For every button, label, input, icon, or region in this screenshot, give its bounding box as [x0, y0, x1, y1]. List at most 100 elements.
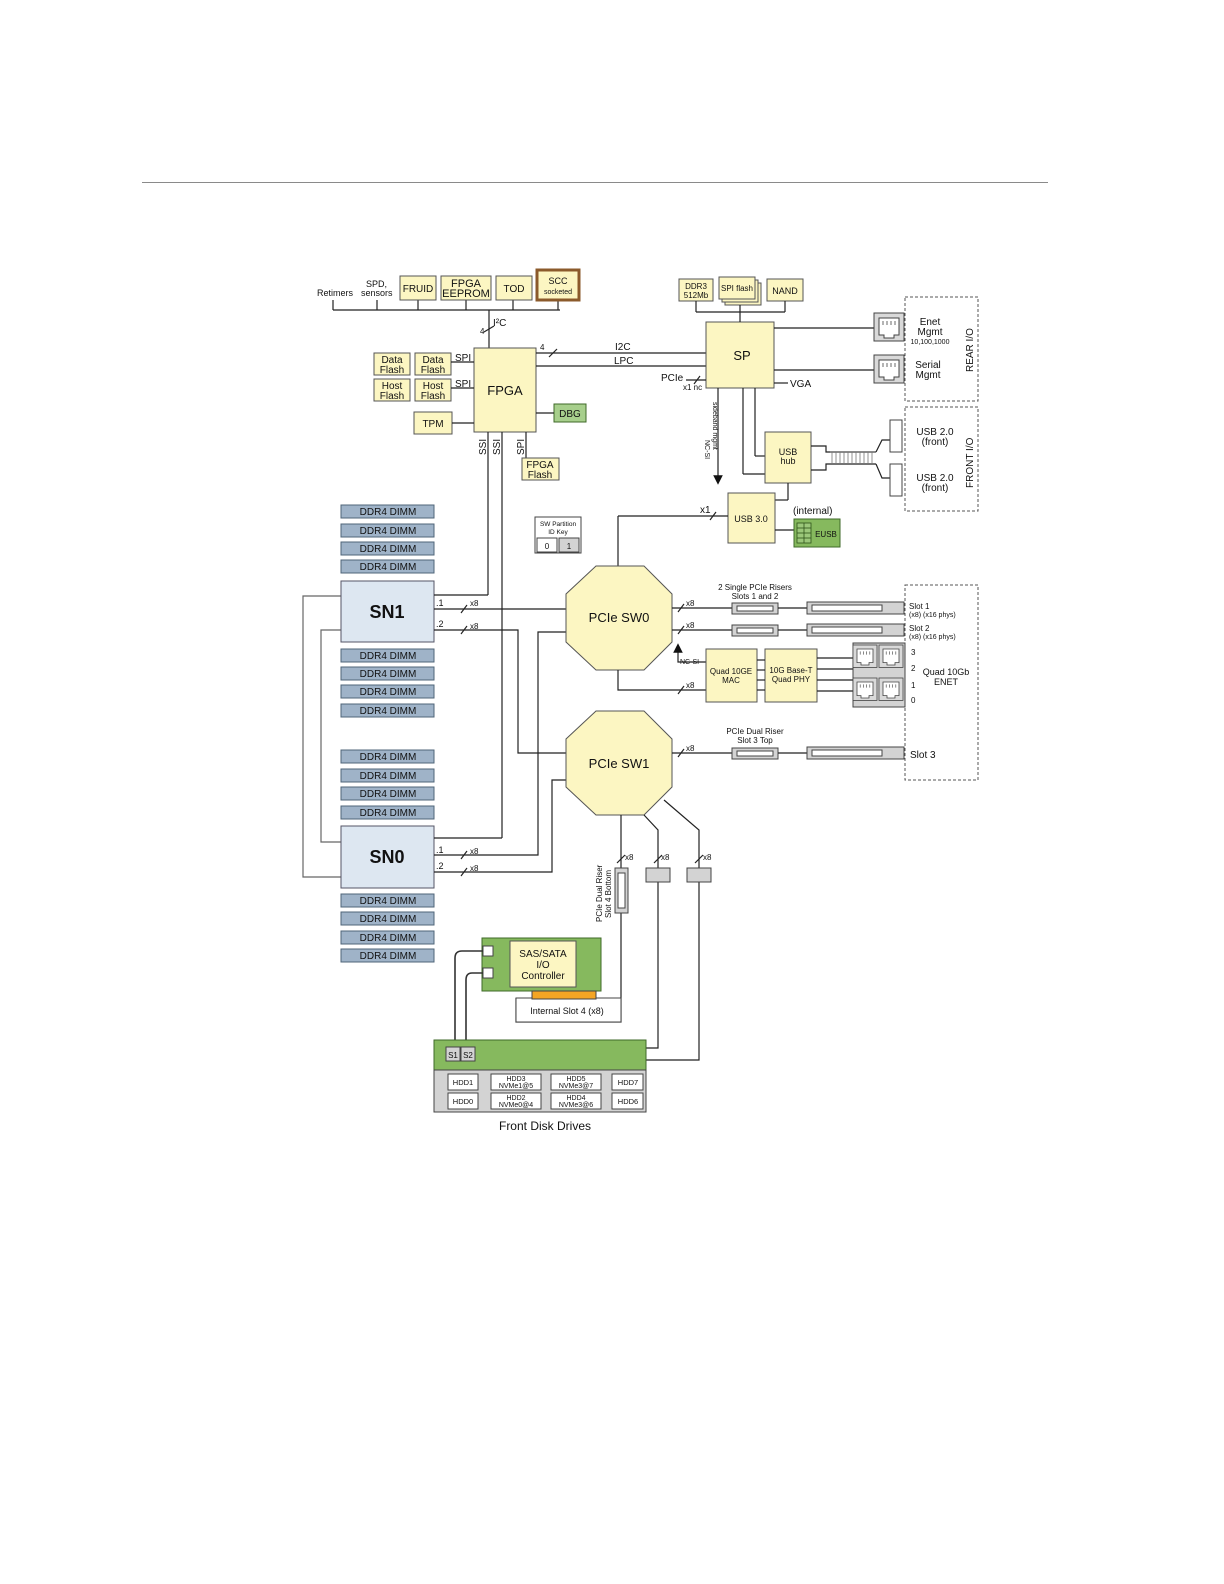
data-flash-a-label-1: Data — [381, 355, 403, 366]
fpga-eeprom-box — [440, 275, 492, 301]
eusb-chip-icon — [796, 522, 812, 544]
nvme-connector-b — [686, 867, 712, 883]
risers-label-1: 2 Single PCIe Risers — [718, 583, 792, 592]
sn-nodes: SN1 SN0 .1 .2 .1 .2 x8 x8 x8 x8 — [302, 580, 575, 889]
dimm-label: DDR4 DIMM — [360, 933, 417, 944]
enet-label-2: Mgmt — [918, 327, 943, 338]
fpga-group: FPGA Data Flash Data Flash Host Flash Ho… — [373, 347, 587, 838]
fpga-label: FPGA — [487, 383, 523, 398]
dimm-label: DDR4 DIMM — [360, 706, 417, 717]
dual-top-label-2: Slot 3 Top — [737, 736, 773, 745]
host-flash-a-label-1: Host — [382, 381, 403, 392]
tod-box — [495, 275, 533, 301]
s2-label: S2 — [463, 1051, 473, 1060]
host-flash-a-label-2: Flash — [380, 391, 404, 402]
ncsi-label: NC-SI — [680, 659, 699, 666]
spi-label-3: SPI — [516, 439, 527, 455]
host-flash-b-label-1: Host — [423, 381, 444, 392]
ddr3-label-1: DDR3 — [685, 282, 707, 291]
ncsi-sideband-label-1: NC-SI — [703, 440, 710, 459]
nvme-connector-a — [645, 867, 671, 883]
vga-label: VGA — [790, 379, 811, 390]
usb3-label: USB 3.0 — [734, 514, 768, 524]
port-2-label: 2 — [911, 664, 916, 673]
x8-sn1-b: x8 — [470, 622, 479, 631]
sw-key-0: 0 — [545, 542, 550, 551]
hdd6-bay — [611, 1092, 644, 1110]
enet-port-3-icon — [852, 644, 878, 668]
ddr3-label-2: 512Mb — [684, 291, 709, 300]
hdd4-label-2: NVMe3@6 — [559, 1102, 593, 1109]
s2-connector — [460, 1046, 476, 1062]
spi-flash-box — [718, 276, 756, 300]
hdd4-bay — [550, 1092, 602, 1110]
retimers-label: Retimers — [317, 288, 354, 298]
tod-label: TOD — [504, 284, 525, 295]
fpga-flash-box — [521, 457, 560, 481]
hdd3-bay — [490, 1073, 542, 1091]
pcie-sw0-box — [565, 565, 673, 671]
sw-partition-label-2: ID Key — [548, 529, 568, 536]
hdd7-bay — [611, 1073, 644, 1091]
hdd2-label-2: NVMe0@4 — [499, 1102, 533, 1109]
scc-box — [535, 268, 581, 302]
quad-phy-label-1: 10G Base-T — [769, 666, 812, 675]
x8-sn0-b: x8 — [470, 864, 479, 873]
dimm-label: DDR4 DIMM — [360, 951, 417, 962]
dimm-label: DDR4 DIMM — [360, 669, 417, 680]
fpga-eeprom-label-1: FPGA — [451, 278, 482, 290]
x8-nvme-a: x8 — [661, 853, 670, 862]
usb2b-label-2: (front) — [922, 483, 949, 494]
scc-label-2: socketed — [544, 289, 572, 296]
quad-phy-label-2: Quad PHY — [772, 675, 811, 684]
usb-port-a-icon — [889, 419, 903, 453]
sn0-box — [340, 825, 435, 889]
hdd5-label-1: HDD5 — [566, 1076, 585, 1083]
dimm-label: DDR4 DIMM — [360, 651, 417, 662]
ssi-label-2: SSI — [492, 439, 503, 455]
dual-top-label-1: PCIe Dual Riser — [726, 727, 784, 736]
slot3-label: Slot 3 — [910, 750, 936, 761]
risers-label-2: Slots 1 and 2 — [732, 592, 779, 601]
pcie-sw0-group: PCIe SW0 2 Single PCIe Risers Slots 1 an… — [565, 565, 979, 781]
dimm-label: DDR4 DIMM — [360, 771, 417, 782]
i2c-bus-group: Retimers SPD, sensors FRUID FPGA EEPROM … — [317, 268, 581, 348]
bus-4a-label: 4 — [480, 327, 485, 336]
internal-slot4-label: Internal Slot 4 (x8) — [530, 1006, 604, 1016]
slot1-label-1: Slot 1 — [909, 602, 930, 611]
pcie-sw0-label: PCIe SW0 — [589, 610, 650, 625]
data-flash-b — [414, 352, 452, 376]
hdd5-bay — [550, 1073, 602, 1091]
x8-nvme-b: x8 — [703, 853, 712, 862]
spd-label-2: sensors — [361, 288, 393, 298]
sas-label-2: I/O — [536, 960, 550, 971]
lpc-label: LPC — [614, 356, 633, 367]
hdd2-bay — [490, 1092, 542, 1110]
sas-controller-group: Internal Slot 4 (x8) SAS/SATA I/O Contro… — [454, 937, 622, 1046]
dimm-stack: DDR4 DIMM DDR4 DIMM DDR4 DIMM DDR4 DIMM … — [340, 504, 435, 963]
pcie-sw1-group: PCIe SW1 PCIe Dual Riser Slot 3 Top x8 S… — [515, 710, 936, 1061]
enet-port-1-icon — [852, 677, 878, 701]
usb-group: USB hub USB 2.0 (front) USB 2.0 (front) … — [617, 388, 979, 566]
dimm-label: DDR4 DIMM — [360, 896, 417, 907]
x8-sn0-a: x8 — [470, 847, 479, 856]
ssi-label-1: SSI — [478, 439, 489, 455]
quad-phy-box — [764, 648, 818, 703]
serial-label-1: Serial — [915, 360, 941, 371]
sp-label: SP — [733, 348, 750, 363]
sp-box — [705, 321, 775, 389]
scc-label-1: SCC — [548, 276, 568, 286]
slot2-label-1: Slot 2 — [909, 624, 930, 633]
data-flash-a-label-2: Flash — [380, 365, 404, 376]
internal-slot4 — [515, 997, 622, 1023]
quad-mac-label-1: Quad 10GE — [710, 667, 752, 676]
slot1-label-2: (x8) (x16 phys) — [909, 612, 956, 619]
quad-mac-label-2: MAC — [722, 676, 740, 685]
port-1-label: 1 — [911, 681, 916, 690]
hdd0-label: HDD0 — [453, 1097, 473, 1106]
tpm-label: TPM — [422, 419, 443, 430]
hdd1-bay — [447, 1073, 479, 1091]
fruid-label: FRUID — [403, 284, 434, 295]
dbg-label: DBG — [559, 409, 581, 420]
host-flash-b-label-2: Flash — [421, 391, 445, 402]
